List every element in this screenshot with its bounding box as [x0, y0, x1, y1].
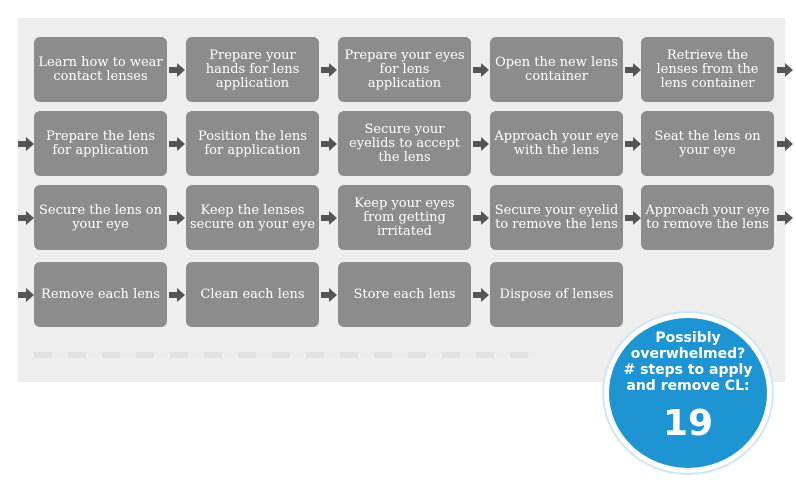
- step-box: Keep the lenses secure on your eye: [186, 185, 319, 250]
- arrow-icon: [777, 211, 793, 225]
- arrow-icon: [473, 288, 489, 302]
- step-box: Keep your eyes from getting irritated: [338, 185, 471, 250]
- step-box: Learn how to wear contact lenses: [34, 37, 167, 102]
- arrow-icon: [625, 211, 641, 225]
- step-box: Clean each lens: [186, 262, 319, 327]
- arrow-icon: [169, 211, 185, 225]
- step-box: Approach your eye with the lens: [490, 111, 623, 176]
- step-box: Approach your eye to remove the lens: [641, 185, 774, 250]
- arrow-icon: [321, 63, 337, 77]
- badge-line: Possibly: [655, 330, 721, 346]
- arrow-icon: [18, 288, 34, 302]
- badge-caption: Possibly overwhelmed? # steps to apply a…: [609, 330, 767, 394]
- arrow-icon: [321, 211, 337, 225]
- arrow-icon: [473, 211, 489, 225]
- badge-line: overwhelmed?: [630, 346, 746, 362]
- arrow-icon: [777, 137, 793, 151]
- step-box: Prepare your hands for lens application: [186, 37, 319, 102]
- step-box: Dispose of lenses: [490, 262, 623, 327]
- step-box: Remove each lens: [34, 262, 167, 327]
- badge-line: # steps to apply: [623, 362, 753, 378]
- step-count-badge: Possibly overwhelmed? # steps to apply a…: [604, 313, 772, 473]
- step-box: Secure your eyelid to remove the lens: [490, 185, 623, 250]
- faded-caption-strip: [34, 352, 534, 358]
- arrow-icon: [18, 211, 34, 225]
- arrow-icon: [625, 137, 641, 151]
- arrow-icon: [169, 137, 185, 151]
- step-box: Prepare the lens for application: [34, 111, 167, 176]
- arrow-icon: [321, 288, 337, 302]
- arrow-icon: [625, 63, 641, 77]
- step-box: Store each lens: [338, 262, 471, 327]
- arrow-icon: [473, 63, 489, 77]
- arrow-icon: [473, 137, 489, 151]
- step-box: Secure your eyelids to accept the lens: [338, 111, 471, 176]
- step-box: Seat the lens on your eye: [641, 111, 774, 176]
- arrow-icon: [169, 288, 185, 302]
- step-box: Open the new lens container: [490, 37, 623, 102]
- step-box: Retrieve the lenses from the lens contai…: [641, 37, 774, 102]
- arrow-icon: [169, 63, 185, 77]
- step-box: Position the lens for application: [186, 111, 319, 176]
- badge-count: 19: [662, 403, 714, 444]
- step-box: Prepare your eyes for lens application: [338, 37, 471, 102]
- badge-line: and remove CL:: [626, 378, 750, 394]
- arrow-icon: [321, 137, 337, 151]
- arrow-icon: [18, 137, 34, 151]
- arrow-icon: [777, 63, 793, 77]
- step-box: Secure the lens on your eye: [34, 185, 167, 250]
